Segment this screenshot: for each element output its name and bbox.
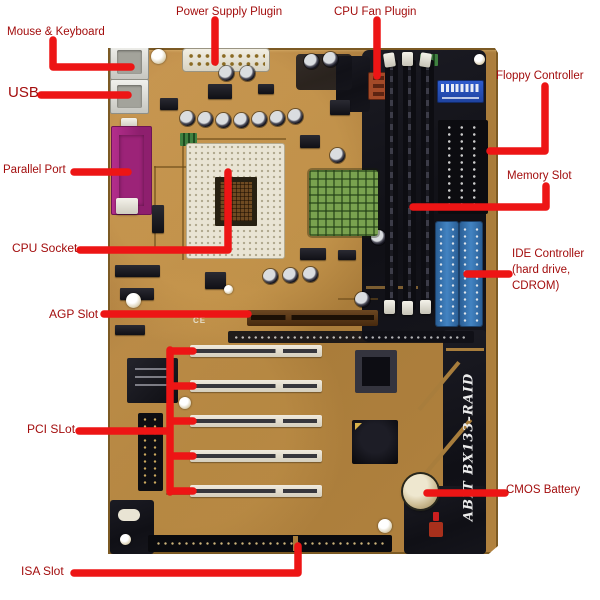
dimm-latch <box>402 52 413 66</box>
ic-chip <box>300 248 326 260</box>
ic-chip <box>115 325 145 335</box>
capacitor <box>263 269 278 284</box>
line-memory-slot <box>409 182 550 211</box>
led <box>433 512 439 521</box>
chipset-heatsink <box>309 170 378 236</box>
label-ide: IDE Controller (hard drive, CDROM) <box>512 246 584 294</box>
label-cpu-socket: CPU Socket <box>12 241 78 255</box>
memory-slot <box>403 60 416 310</box>
label-cmos-battery: CMOS Battery <box>506 484 581 496</box>
label-floppy: Floppy Controller <box>496 70 584 82</box>
jumper-block <box>429 522 443 537</box>
label-ide-line1: IDE Controller <box>512 248 585 260</box>
pci-slot <box>190 415 322 427</box>
ic-chip <box>115 265 160 277</box>
ic-chip <box>258 84 274 94</box>
line-floppy <box>486 82 549 155</box>
port-cutout <box>118 509 140 521</box>
mounting-hole <box>120 534 131 545</box>
pin1-mark <box>355 423 362 430</box>
capacitor <box>288 109 303 124</box>
line-isa <box>70 542 302 577</box>
connector-tab <box>121 118 137 127</box>
dimm-latch <box>420 300 431 314</box>
isa-slot <box>148 535 392 552</box>
resistor-pack <box>180 133 197 146</box>
label-power-supply: Power Supply Plugin <box>176 6 283 18</box>
label-memory-slot: Memory Slot <box>507 170 572 182</box>
ic-chip <box>160 98 178 110</box>
pci-slot <box>190 450 322 462</box>
ic-chip <box>152 205 164 233</box>
dip-switch <box>437 80 484 103</box>
trace <box>182 138 286 140</box>
line-pci <box>75 346 197 496</box>
solder-pad-row <box>228 331 474 343</box>
capacitor <box>234 113 249 128</box>
pci-slot <box>190 345 322 357</box>
capacitor <box>219 66 234 81</box>
cpu-socket <box>186 143 285 259</box>
ide-connector <box>436 222 458 326</box>
capacitor <box>304 54 319 69</box>
dimm-latch <box>402 301 413 315</box>
label-pci-slot: PCI SLot <box>27 422 76 436</box>
label-usb: USB <box>8 84 39 101</box>
capacitor <box>216 113 231 128</box>
capacitor <box>323 52 338 67</box>
ic-chip <box>338 250 356 260</box>
pci-slot <box>190 380 322 392</box>
label-ide-line2: (hard drive, <box>512 264 571 276</box>
raid-controller-chip <box>355 350 397 393</box>
ic-chip <box>208 84 232 99</box>
mounting-hole <box>126 293 141 308</box>
ic-chip <box>205 272 226 289</box>
label-cpu-fan: CPU Fan Plugin <box>334 6 417 18</box>
memory-slot <box>385 60 398 310</box>
trace <box>182 138 184 260</box>
capacitor <box>330 148 345 163</box>
capacitor <box>240 66 255 81</box>
screw-hole <box>151 49 166 64</box>
capacitor <box>252 112 267 127</box>
capacitor <box>180 111 195 126</box>
dimm-latch <box>384 300 395 314</box>
connector-tab <box>116 198 138 214</box>
label-parallel-port: Parallel Port <box>3 164 66 176</box>
solder-pad <box>224 285 233 294</box>
mounting-hole <box>378 519 392 533</box>
ic-chip <box>300 135 320 148</box>
capacitor <box>355 292 370 307</box>
capacitor <box>283 268 298 283</box>
label-isa-slot: ISA Slot <box>21 564 64 578</box>
pci-slot <box>190 485 322 497</box>
line-mouse-keyboard <box>49 36 135 71</box>
trace <box>446 348 484 351</box>
ic-chip <box>330 100 350 115</box>
label-ide-line3: CDROM) <box>512 280 560 292</box>
agp-slot <box>247 310 378 326</box>
line-cpu-socket <box>76 168 232 254</box>
chipset-chip <box>352 420 398 464</box>
capacitor <box>198 112 213 127</box>
capacitor <box>303 267 318 282</box>
label-agp-slot: AGP Slot <box>49 307 99 321</box>
ce-mark: CE <box>193 316 207 325</box>
floppy-connector <box>438 120 488 214</box>
capacitor <box>270 111 285 126</box>
screw-hole <box>474 54 485 65</box>
solder-pad <box>179 397 191 409</box>
memory-slot <box>421 60 434 310</box>
label-mouse-keyboard: Mouse & Keyboard <box>7 26 105 38</box>
